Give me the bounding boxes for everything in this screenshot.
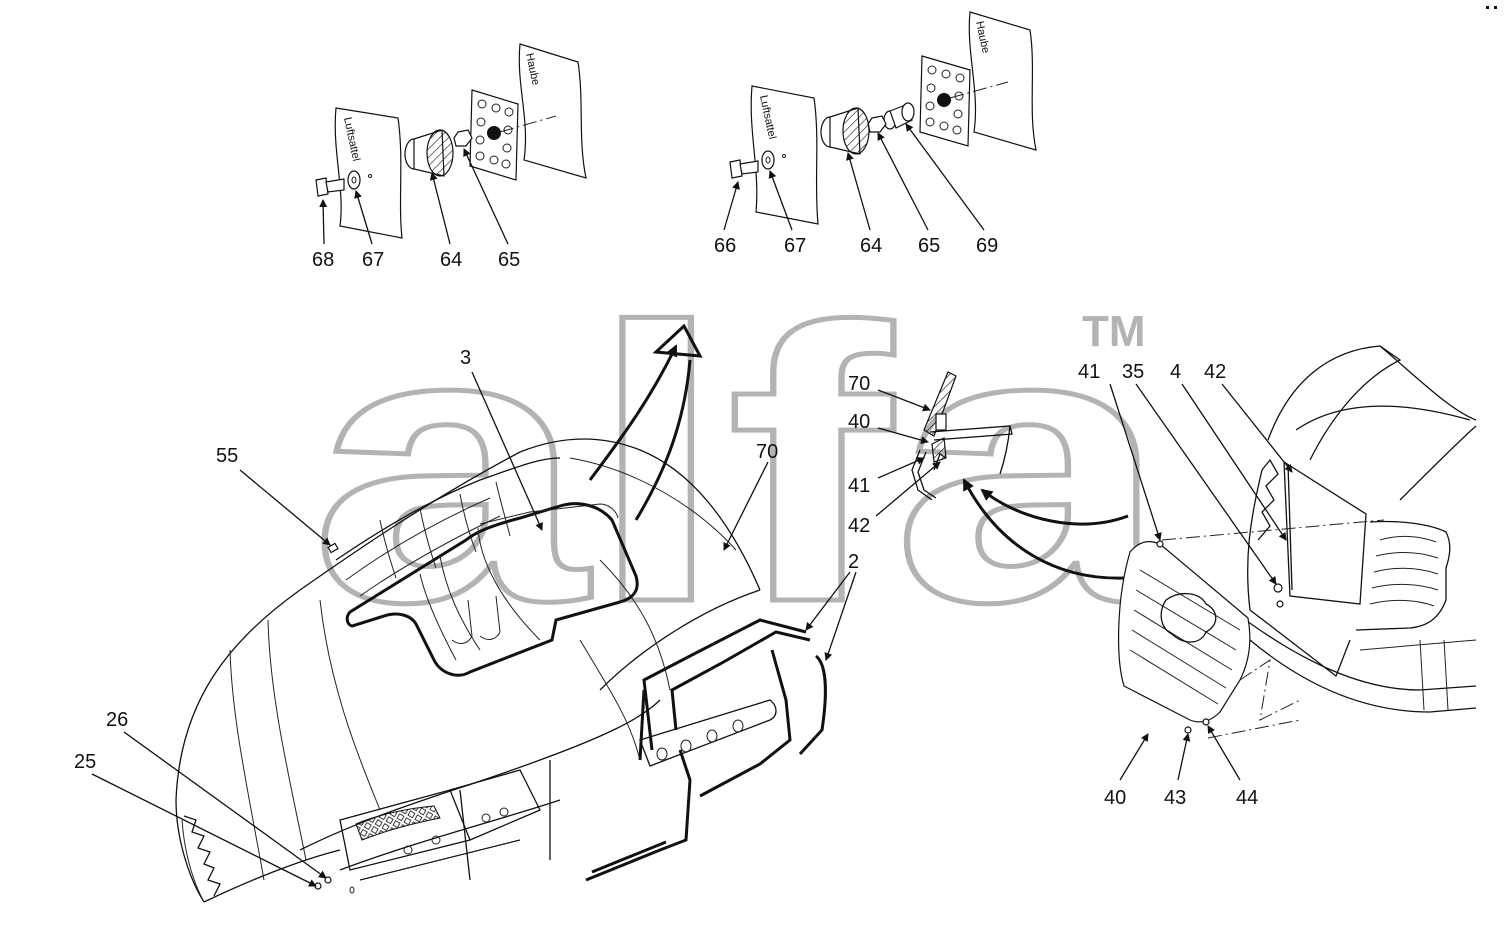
leader-42-section [875,461,941,517]
callout-42-grille: 42 [1204,361,1226,383]
leader-40-section [877,427,929,444]
watermark-logo: alfa [310,247,1173,683]
leader-41-grille [1109,383,1162,541]
leader-69 [905,123,985,231]
callout-40-section: 40 [848,411,870,433]
hood-front-teeth [183,815,221,897]
leader-44 [1207,725,1241,781]
leader-2b [824,571,857,661]
detail-b-bolt [729,159,759,179]
detail-b-mount: Luftsattel Haube [714,11,1037,257]
clip-55 [327,542,339,554]
callout-64b: 64 [860,235,882,257]
callout-43: 43 [1164,787,1186,809]
section-arrow-lower [962,478,1125,580]
detail-a-nut [453,129,473,147]
detail-a-mount: Luftsattel Haube [312,43,587,271]
detail-b-washer [761,150,775,170]
callout-64: 64 [440,249,462,271]
leader-43 [1177,733,1191,781]
leader-25 [91,773,317,887]
hood-side-louvre [639,699,777,767]
callout-67b: 67 [784,235,806,257]
swing-arrow-upper [588,344,678,481]
front-grille-panel-40 [1118,540,1251,734]
hood-nose [1267,345,1402,461]
callout-35: 35 [1122,361,1144,383]
callout-70-hood: 70 [756,441,778,463]
leader-4 [1181,383,1287,541]
rubber-strip-4 [1287,463,1293,591]
callout-25: 25 [74,751,96,773]
detail-b-haube-panel [968,11,1037,151]
section-detail: 70 40 41 42 [848,371,1129,580]
callout-66: 66 [714,235,736,257]
grille-assembly: 41 35 4 42 40 43 44 [1078,345,1477,809]
hood-outline [175,438,761,801]
detail-a-bolt [315,177,345,197]
detail-a-haube-panel [518,43,587,179]
alignment-line-lower [1207,719,1301,739]
detail-b-spacer [883,102,915,130]
callout-26: 26 [106,709,128,731]
detail-a-luftsattel-panel [334,107,403,239]
leader-55 [239,469,331,546]
callout-41-section: 41 [848,475,870,497]
callout-65b: 65 [918,235,940,257]
leader-64 [429,172,451,245]
hood-cowl [335,457,561,561]
callout-69: 69 [976,235,998,257]
detail-a-rubber-buffer [404,129,454,177]
leader-42-grille [1221,383,1293,473]
front-bumper [1239,615,1477,691]
hood-latch-bracket [339,769,541,881]
leader-70-hood [723,461,769,551]
leader-65 [463,148,509,245]
leader-66 [723,181,740,231]
callout-68: 68 [312,249,334,271]
leader-68 [319,199,328,245]
leader-65b [877,132,929,231]
callout-41-grille: 41 [1078,361,1100,383]
detail-b-nut [867,115,887,133]
leader-40-grille [1119,733,1149,781]
watermark: alfa TM [308,245,1176,686]
leader-26 [123,731,327,879]
callout-44: 44 [1236,787,1258,809]
callout-40-grille: 40 [1104,787,1126,809]
fastener-35 [1273,583,1283,593]
callout-3: 3 [460,347,471,369]
radiator-ribs [1355,520,1451,631]
callout-65: 65 [498,249,520,271]
leader-67b [768,170,793,231]
section-hood-edge [923,371,957,437]
callout-70-section: 70 [848,373,870,395]
corner-mark [1486,6,1497,9]
detail-a-washer [347,170,361,190]
leader-3 [471,371,543,531]
callout-42-section: 42 [848,515,870,537]
callout-2: 2 [848,551,859,573]
detail-a-perforated-plate [469,89,519,181]
watermark-trademark: TM [1082,307,1146,356]
hood-assembly: 3 55 70 2 26 25 [74,323,859,903]
alignment-line-upper [1161,519,1385,541]
detail-b-rubber-buffer [820,107,870,155]
leader-2a [805,571,851,631]
detail-b-perforated-plate [919,55,971,147]
callout-67: 67 [362,249,384,271]
section-arrow-upper [980,488,1129,526]
leader-41-section [877,457,925,479]
leader-70-section [877,389,931,412]
grille-opening [1283,460,1367,605]
edge-trim-2 [585,618,827,882]
callout-4: 4 [1170,361,1181,383]
leader-67 [354,190,373,245]
leader-64b [846,152,871,231]
leader-35 [1135,383,1277,585]
swing-arrow-lower [634,359,692,521]
seal-3 [345,502,639,677]
callout-55: 55 [216,445,238,467]
